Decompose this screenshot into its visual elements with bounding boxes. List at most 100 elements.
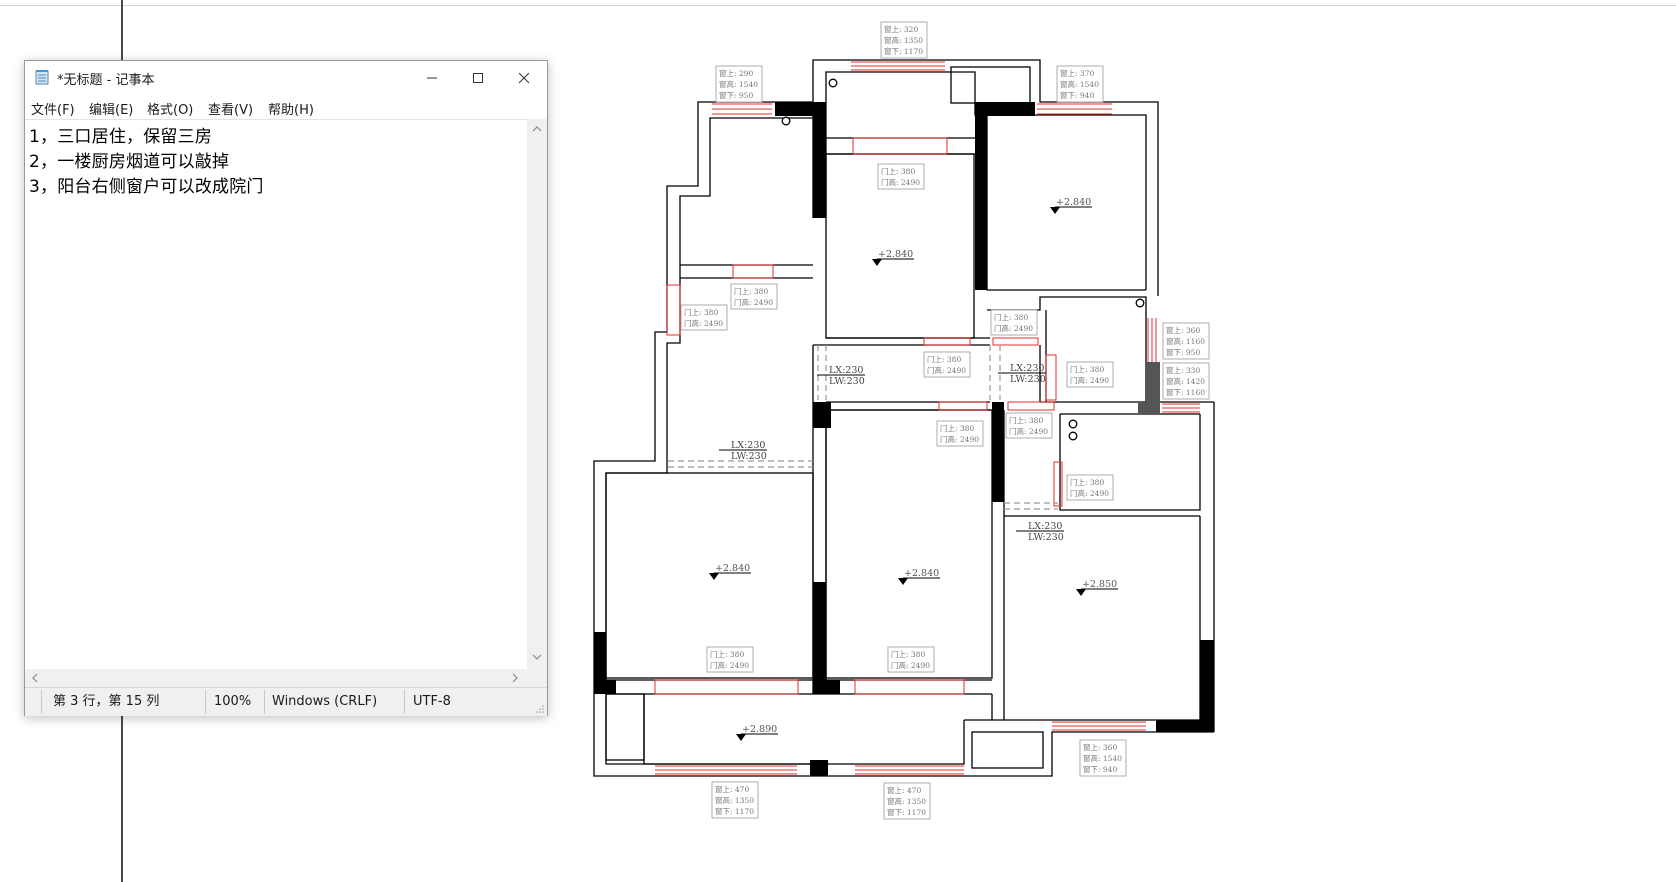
elevation-marker: +2.840 <box>1050 197 1092 214</box>
menu-help[interactable]: 帮助(H) <box>268 103 314 118</box>
status-encoding: UTF-8 <box>413 694 451 709</box>
close-icon <box>518 72 530 84</box>
close-button[interactable] <box>501 61 547 94</box>
elevation-triangle-icon <box>736 734 746 741</box>
elevation-label: +2.890 <box>742 724 777 735</box>
tag-text: 门高: 2490 <box>940 434 979 444</box>
scroll-left-icon[interactable] <box>32 673 38 683</box>
elevation-triangle-icon <box>709 573 719 580</box>
tag-text: 窗上: 320 <box>884 24 918 34</box>
horizontal-scrollbar[interactable] <box>25 669 527 687</box>
tag-text: 窗下: 940 <box>1083 764 1117 774</box>
lx-text: LX:230 <box>731 440 765 451</box>
resize-grip-icon[interactable] <box>535 704 545 714</box>
status-separator <box>205 690 206 714</box>
tag-text: 窗高: 1540 <box>1060 79 1099 89</box>
status-separator <box>41 690 42 714</box>
tag-text: 门上: 380 <box>927 355 961 364</box>
status-cursor-position: 第 3 行，第 15 列 <box>53 694 160 709</box>
tag-text: 门上: 380 <box>940 424 974 433</box>
tag-text: 窗上: 360 <box>1166 325 1200 335</box>
tag-text: 窗下: 950 <box>1166 347 1200 357</box>
menu-edit[interactable]: 编辑(E) <box>89 103 134 118</box>
elevation-marker: +2.850 <box>1076 579 1118 596</box>
tag-text: 窗下: 1170 <box>884 46 923 56</box>
tag-text: 门高: 2490 <box>881 177 920 187</box>
tag-text: 门上: 380 <box>710 650 744 659</box>
tag-text: 门高: 2490 <box>1009 426 1048 436</box>
tag-text: 窗高: 1350 <box>715 795 754 805</box>
elevation-marker: +2.840 <box>709 563 751 580</box>
status-line-ending: Windows (CRLF) <box>272 694 378 709</box>
lw-text: LW:230 <box>1010 374 1046 385</box>
tag-text: 窗上: 370 <box>1060 68 1094 78</box>
text-line-3: 3，阳台右侧窗户可以改成院门 <box>29 177 264 197</box>
notepad-window[interactable]: *无标题 - 记事本 文件(F) 编辑(E) 格式(O) 查看(V) 帮助(H)… <box>24 60 548 716</box>
elevation-marker: +2.890 <box>736 724 778 741</box>
lx-text: LX:230 <box>829 365 863 376</box>
elevation-marker: +2.840 <box>872 249 914 266</box>
text-line-2: 2，一楼厨房烟道可以敲掉 <box>29 152 230 172</box>
tag-text: 门高: 2490 <box>994 323 1033 333</box>
elevation-label: +2.840 <box>878 249 913 260</box>
tag-text: 窗高: 1350 <box>887 796 926 806</box>
status-bar: 第 3 行，第 15 列 100% Windows (CRLF) UTF-8 <box>25 687 547 716</box>
scrollbar-corner <box>527 669 547 687</box>
vertical-scrollbar[interactable] <box>527 119 547 669</box>
lw-text: LW:230 <box>731 451 767 462</box>
tag-text: 门上: 380 <box>734 287 768 296</box>
maximize-button[interactable] <box>455 61 501 94</box>
elevation-marker: +2.840 <box>898 568 940 585</box>
scroll-up-icon[interactable] <box>532 126 542 132</box>
minimize-button[interactable] <box>409 61 455 94</box>
text-line-1: 1，三口居住，保留三房 <box>29 127 213 147</box>
scroll-right-icon[interactable] <box>512 673 518 683</box>
menu-format[interactable]: 格式(O) <box>147 103 194 118</box>
status-separator <box>404 690 405 714</box>
canvas-top-rule <box>0 5 1676 6</box>
tag-text: 门高: 2490 <box>1070 488 1109 498</box>
tag-text: 窗下: 950 <box>719 90 753 100</box>
elevation-label: +2.840 <box>715 563 750 574</box>
tag-text: 窗下: 940 <box>1060 90 1094 100</box>
tag-text: 窗上: 330 <box>1166 365 1200 375</box>
elevation-triangle-icon <box>1050 207 1060 214</box>
tag-text: 门上: 380 <box>1070 365 1104 374</box>
tag-text: 门高: 2490 <box>1070 375 1109 385</box>
tag-text: 窗高: 1420 <box>1166 376 1205 386</box>
tag-text: 窗上: 360 <box>1083 742 1117 752</box>
minimize-icon <box>427 77 437 79</box>
tag-text: 窗上: 470 <box>887 785 921 795</box>
menu-view[interactable]: 查看(V) <box>208 103 254 118</box>
elevation-label: +2.840 <box>1056 197 1091 208</box>
title-bar[interactable]: *无标题 - 记事本 <box>25 61 547 94</box>
tag-text: 窗上: 290 <box>719 68 753 78</box>
tag-text: 门上: 380 <box>881 167 915 176</box>
text-editor[interactable]: 1，三口居住，保留三房 2，一楼厨房烟道可以敲掉 3，阳台右侧窗户可以改成院门 <box>25 119 527 670</box>
menu-file[interactable]: 文件(F) <box>31 103 75 118</box>
tag-text: 门上: 380 <box>684 308 718 317</box>
elevation-triangle-icon <box>898 578 908 585</box>
elevation-triangle-icon <box>1076 589 1086 596</box>
status-zoom: 100% <box>214 694 252 709</box>
scroll-down-icon[interactable] <box>532 654 542 660</box>
tag-text: 门高: 2490 <box>710 660 749 670</box>
